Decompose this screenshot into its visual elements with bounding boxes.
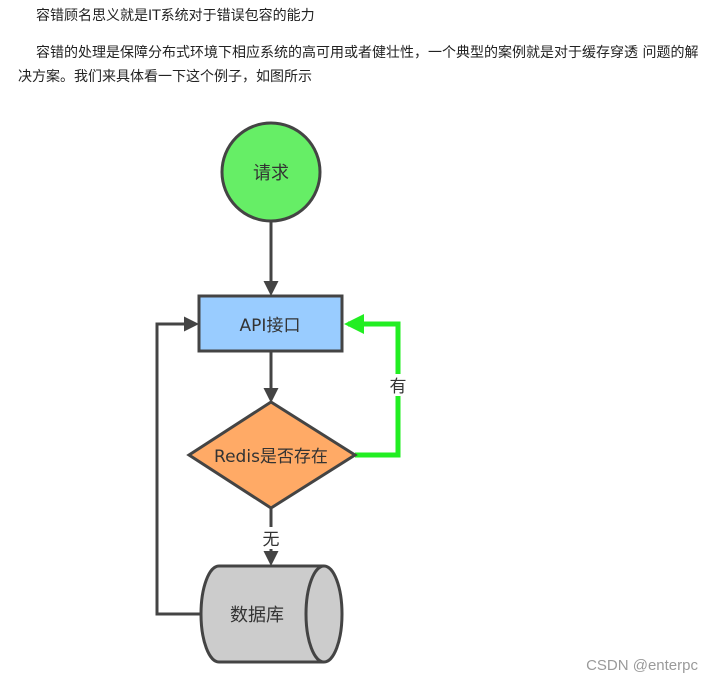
arrow-database-to-api [155, 316, 204, 616]
no-label: 无 [263, 530, 280, 550]
database-label: 数据库 [230, 605, 284, 626]
request-node [220, 121, 322, 223]
api-node [197, 294, 344, 353]
yes-label: 有 [390, 377, 407, 397]
request-label: 请求 [253, 163, 289, 184]
api-label: API接口 [240, 316, 301, 336]
watermark: CSDN @enterpc [586, 657, 698, 674]
decision-node [186, 400, 358, 510]
yes-label-bg [386, 374, 410, 396]
no-label-bg [259, 527, 283, 549]
paragraph-intro: 容错顾名思义就是IT系统对于错误包容的能力 [36, 8, 315, 24]
decision-label: Redis是否存在 [214, 447, 328, 467]
database-node [199, 564, 344, 664]
paragraph-body: 容错的处理是保障分布式环境下相应系统的高可用或者健壮性，一个典型的案例就是对于缓… [18, 45, 699, 85]
